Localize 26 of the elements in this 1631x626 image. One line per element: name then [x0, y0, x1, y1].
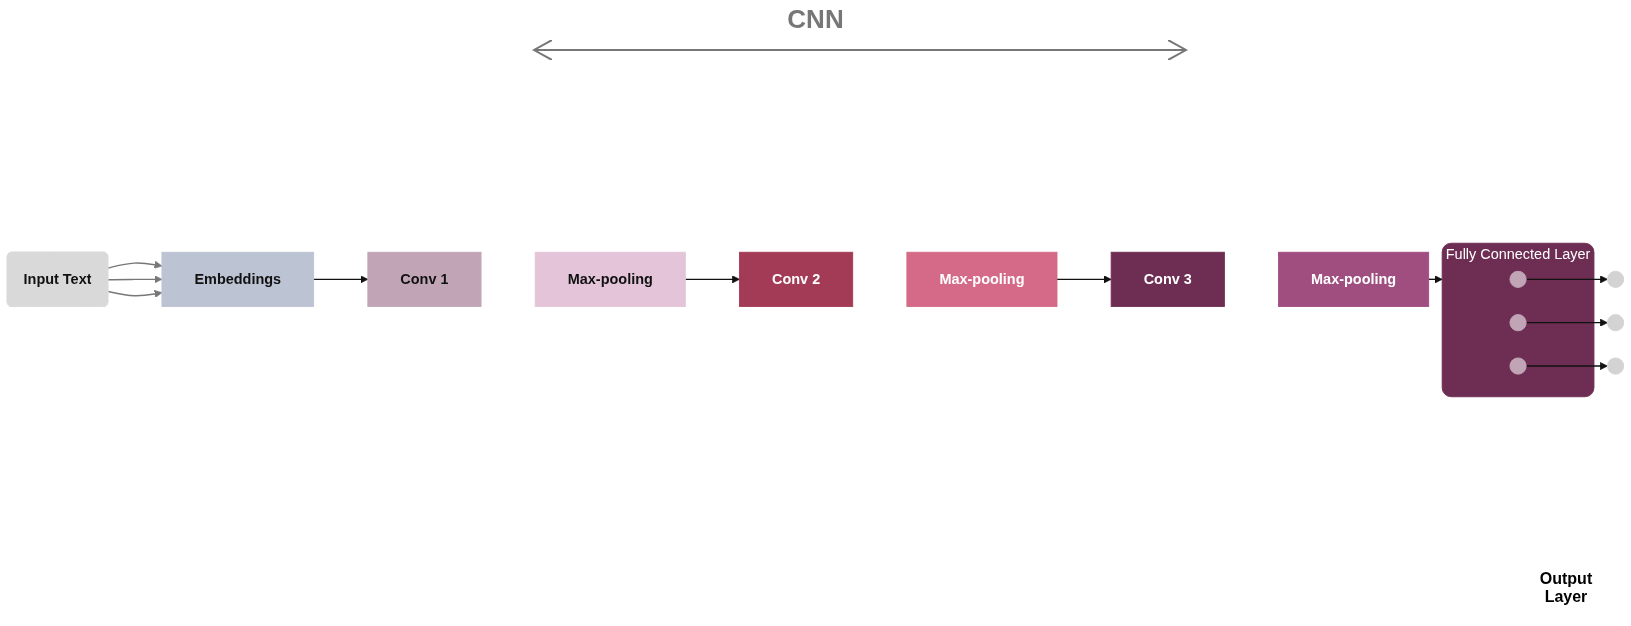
arrow — [1427, 275, 1443, 284]
arrow — [107, 290, 163, 298]
arrow — [1056, 275, 1112, 284]
arrow — [1525, 318, 1608, 327]
node-circle — [1509, 314, 1527, 332]
arrow — [684, 275, 740, 284]
node-circle — [1607, 270, 1625, 288]
node-circle — [1607, 357, 1625, 375]
node-circle — [1509, 270, 1527, 288]
arrow — [1525, 275, 1608, 284]
node-circle — [1509, 357, 1527, 375]
cluster: Fully Connected Layer — [1441, 242, 1595, 398]
node-box: Max-pooling — [906, 251, 1058, 307]
node-box: Conv 2 — [739, 251, 854, 307]
arrow — [107, 260, 163, 269]
node-box: Conv 3 — [1110, 251, 1225, 307]
section-title: CNN — [787, 4, 844, 35]
arrow — [1525, 362, 1608, 371]
node-circle — [1607, 314, 1625, 332]
arrow — [313, 275, 369, 284]
node-box: Max-pooling — [534, 251, 686, 307]
arrow — [107, 275, 163, 284]
node-box: Max-pooling — [1278, 251, 1430, 307]
node-box: Conv 1 — [367, 251, 482, 307]
node-box: Embeddings — [161, 251, 315, 307]
layer-label: Output Layer — [1538, 570, 1594, 606]
